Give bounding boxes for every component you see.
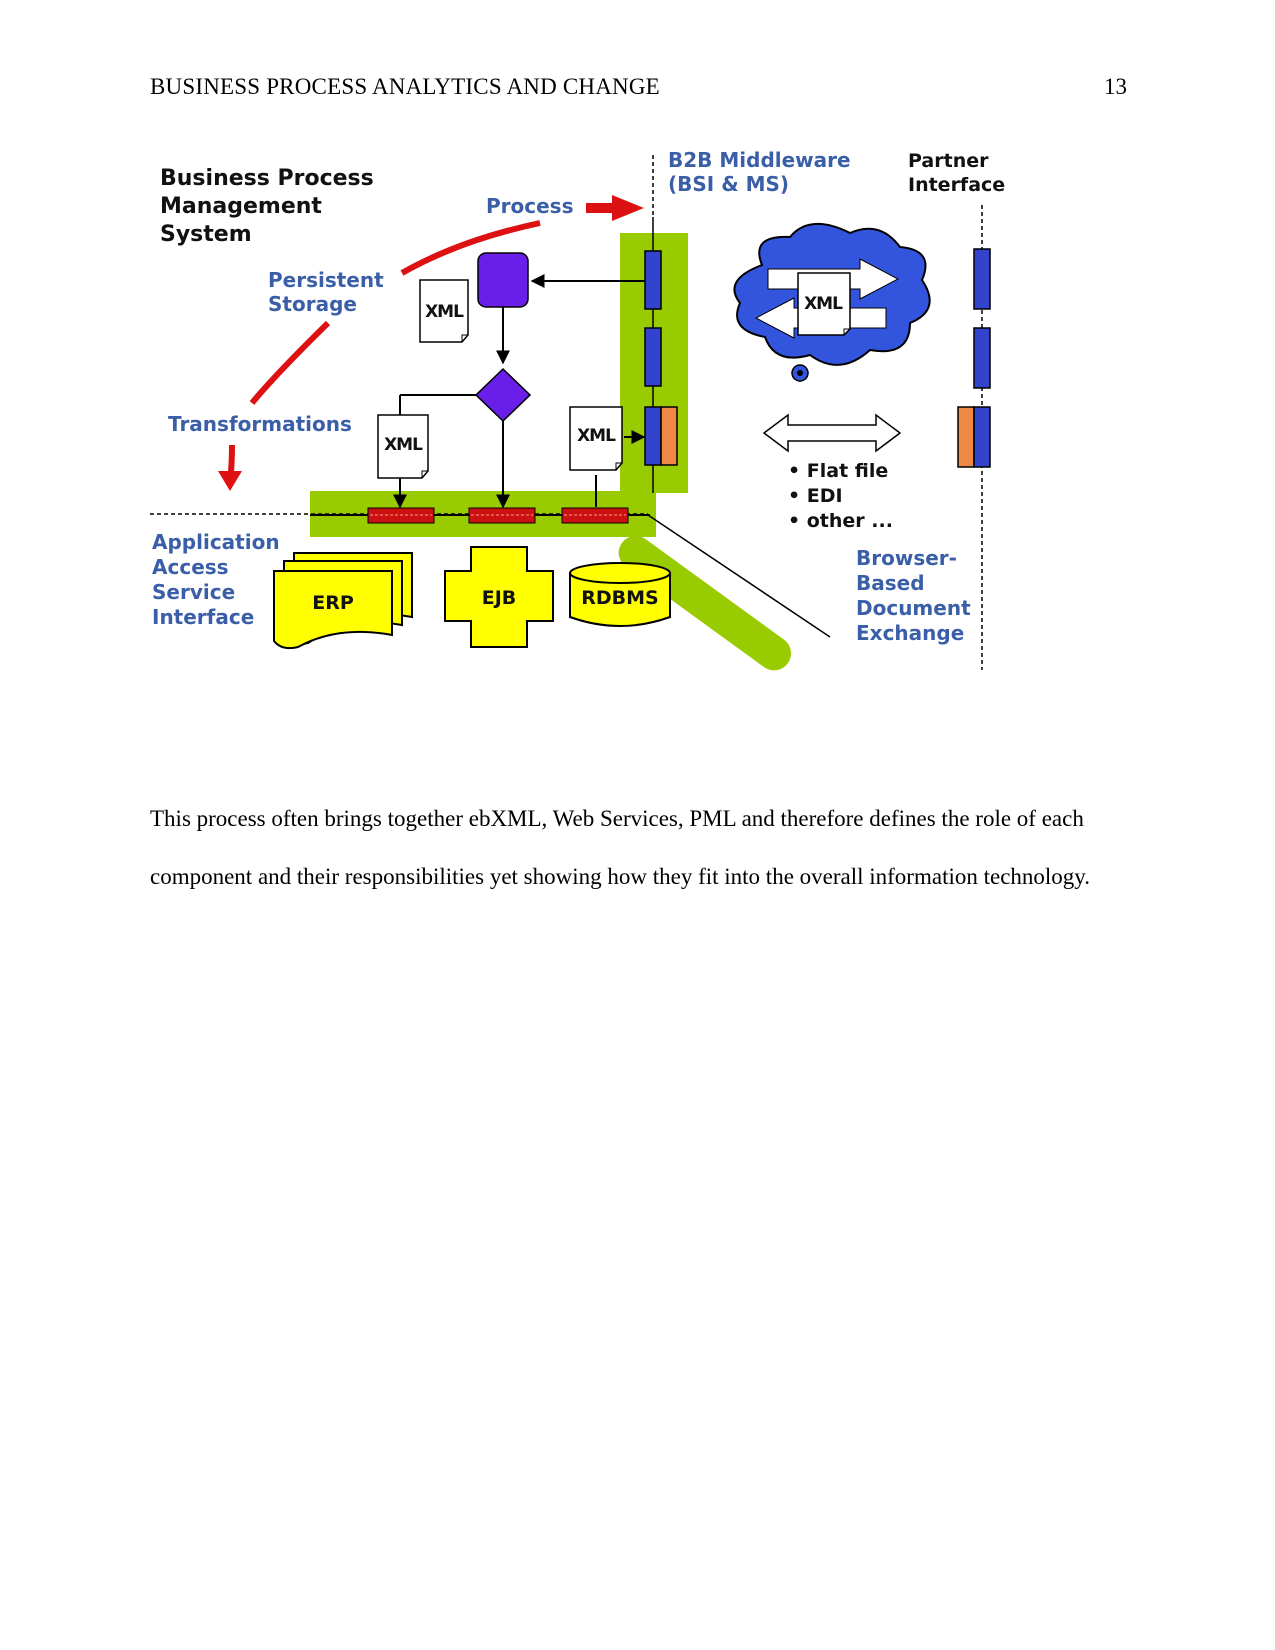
erp-label: ERP xyxy=(312,592,354,614)
process-arrow-icon xyxy=(586,195,644,221)
xml-document-cloud: XML xyxy=(797,272,851,336)
browser-exchange-label: Browser- Based Document Exchange xyxy=(856,546,978,645)
persistent-storage-line-1: Persistent xyxy=(268,268,384,292)
browser-line-3: Document xyxy=(856,596,971,620)
bpm-architecture-diagram: XML XML XML XML ERP EJB RDBMS Business P… xyxy=(150,145,1070,715)
body-paragraph: This process often brings together ebXML… xyxy=(150,806,1091,889)
app-access-line-3: Service xyxy=(152,580,235,604)
xml-document-right: XML xyxy=(569,406,623,471)
diagram-title-line-1: Business Process xyxy=(160,166,374,191)
partner-component-3-orange xyxy=(957,406,975,468)
ejb-label: EJB xyxy=(482,587,517,609)
rdbms-label: RDBMS xyxy=(581,587,658,609)
xml-document-storage: XML xyxy=(419,279,469,343)
browser-line-2: Based xyxy=(856,571,925,595)
b2b-line-1: B2B Middleware xyxy=(668,148,851,172)
diagram-title-line-3: System xyxy=(160,222,252,247)
app-access-line-4: Interface xyxy=(152,605,254,629)
partner-component-1 xyxy=(973,248,991,310)
process-node xyxy=(477,252,529,308)
xml-label-right: XML xyxy=(577,426,616,446)
b2b-component-1 xyxy=(644,250,662,310)
process-label: Process xyxy=(486,194,574,218)
erp-document-stack: ERP xyxy=(273,552,413,650)
b2b-component-3-orange xyxy=(660,406,678,466)
page-number: 13 xyxy=(1104,74,1127,99)
partner-line-1: Partner xyxy=(908,150,989,172)
app-access-line-2: Access xyxy=(152,555,229,579)
decision-diamond xyxy=(474,367,532,423)
partner-interface-label: Partner Interface xyxy=(908,150,1005,196)
b2b-middleware-label: B2B Middleware (BSI & MS) xyxy=(668,148,858,196)
format-bullet-list: • Flat file • EDI • other ... xyxy=(788,460,895,532)
xml-label-cloud: XML xyxy=(804,294,843,314)
process-cycle-arrow-mid xyxy=(249,320,331,405)
partner-line-2: Interface xyxy=(908,174,1005,196)
cross-shape-icon: EJB xyxy=(444,546,554,648)
browser-line-4: Exchange xyxy=(856,621,964,645)
bullet-edi: • EDI xyxy=(788,485,843,507)
application-access-label: Application Access Service Interface xyxy=(152,530,287,629)
process-cycle-arrow-top xyxy=(400,220,541,276)
b2b-component-3 xyxy=(644,406,662,466)
persistent-storage-line-2: Storage xyxy=(268,292,357,316)
diagram-title: Business Process Management System xyxy=(160,166,381,247)
bullet-flat-file: • Flat file xyxy=(788,460,888,482)
b2b-component-2 xyxy=(644,327,662,387)
diagram-title-line-2: Management xyxy=(160,194,322,219)
xml-document-left: XML xyxy=(377,414,429,479)
b2b-line-2: (BSI & MS) xyxy=(668,172,789,196)
xml-label-storage: XML xyxy=(425,302,464,322)
app-access-line-1: Application xyxy=(152,530,280,554)
transformations-label: Transformations xyxy=(168,412,352,436)
bullet-other: • other ... xyxy=(788,510,893,532)
double-arrow-icon xyxy=(762,413,902,453)
partner-component-2 xyxy=(973,327,991,389)
xml-label-left: XML xyxy=(384,435,423,455)
page-header: BUSINESS PROCESS ANALYTICS AND CHANGE 13 xyxy=(150,74,1127,104)
running-head: BUSINESS PROCESS ANALYTICS AND CHANGE xyxy=(150,74,660,99)
database-cylinder-icon: RDBMS xyxy=(569,562,671,627)
persistent-storage-label: Persistent Storage xyxy=(268,268,391,316)
browser-line-1: Browser- xyxy=(856,546,957,570)
partner-component-3 xyxy=(973,406,991,468)
